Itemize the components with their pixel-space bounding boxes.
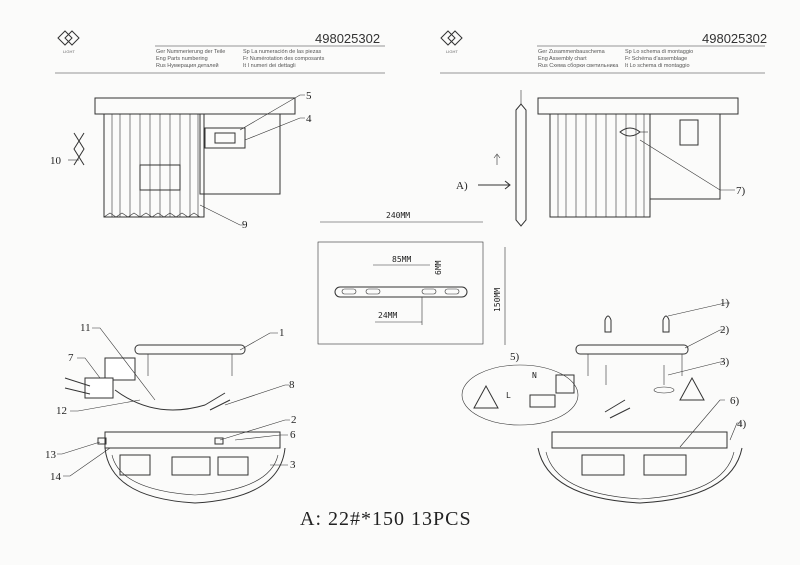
callout-10: 10: [50, 155, 62, 167]
callout-14: 14: [50, 471, 62, 483]
callout-2: 2: [291, 414, 297, 426]
title-it: It Lo schema di montaggio: [625, 63, 690, 69]
title-ger: Ger Nummerierung der Teile: [156, 49, 225, 55]
brand-logo-icon: LIGHT: [57, 30, 80, 54]
part-number: 498025302: [315, 31, 380, 46]
callout-7: 7): [736, 185, 746, 197]
callout-3: 3: [290, 459, 296, 471]
callout-5: 5): [510, 351, 520, 363]
dim-slot-width: 6MM: [434, 260, 443, 275]
callout-11: 11: [80, 322, 91, 334]
title-it: It I numeri dei dettagli: [243, 63, 296, 69]
wire-label-n: N: [532, 371, 537, 380]
mounting-bracket-drawing: 240MM 150MM 85MM 6MM 24MM: [317, 211, 506, 345]
callout-8: 8: [289, 379, 295, 391]
dim-slot-spacing: 85MM: [392, 255, 411, 264]
callout-2: 2): [720, 324, 730, 336]
title-eng: Eng Assembly chart: [538, 56, 587, 62]
title-sp: Sp Lo schema di montaggio: [625, 49, 693, 55]
dim-width: 240MM: [386, 211, 410, 220]
title-ger: Ger Zusammenbauschema: [538, 49, 606, 55]
warning-icon: [473, 384, 499, 409]
callout-6: 6: [290, 429, 296, 441]
dim-slot-length: 24MM: [378, 311, 397, 320]
title-eng: Eng Parts numbering: [156, 56, 208, 62]
fixture-top-view-right: 7) A): [456, 90, 746, 227]
logo-text: LIGHT: [446, 49, 458, 54]
title-fr: Fr Numérotation des composants: [243, 56, 325, 62]
callout-4: 4): [737, 418, 747, 430]
title-fr: Fr Schéma d'assemblage: [625, 56, 687, 62]
brand-logo-icon: LIGHT: [440, 30, 463, 54]
arrow-label-a: A): [456, 180, 468, 192]
callout-13: 13: [45, 449, 57, 461]
callout-9: 9: [242, 219, 248, 231]
callout-1: 1): [720, 297, 730, 309]
exploded-view-left: 1 2 3 6 7 8 11 12 13 14: [45, 322, 297, 504]
title-rus: Rus Нумерация деталей: [156, 62, 219, 69]
callout-6: 6): [730, 395, 740, 407]
callout-3: 3): [720, 356, 730, 368]
callout-4: 4: [306, 113, 312, 125]
wire-label-l: L: [506, 391, 511, 400]
title-sp: Sp La numeración de las piezas: [243, 49, 322, 55]
title-rus: Rus Схема сборки светильника: [538, 63, 619, 69]
left-header: LIGHT 498025302 Ger Nummerierung der Tei…: [55, 30, 385, 74]
part-number: 498025302: [702, 31, 767, 46]
callout-5: 5: [306, 90, 312, 102]
callout-1: 1: [279, 327, 285, 339]
logo-text: LIGHT: [63, 49, 75, 54]
callout-7: 7: [68, 352, 74, 364]
dim-height: 150MM: [493, 288, 502, 312]
fixture-top-view-left: 5 4 10 9: [50, 90, 312, 231]
callout-12: 12: [56, 405, 67, 417]
footer-note: A: 22#*150 13PCS: [300, 508, 472, 530]
right-header: LIGHT 498025302 Ger Zusammenbauschema En…: [440, 30, 767, 74]
exploded-view-right: 1) 2) 3) N L 5) 6) 4): [461, 297, 747, 504]
warning-icon: [679, 376, 705, 401]
